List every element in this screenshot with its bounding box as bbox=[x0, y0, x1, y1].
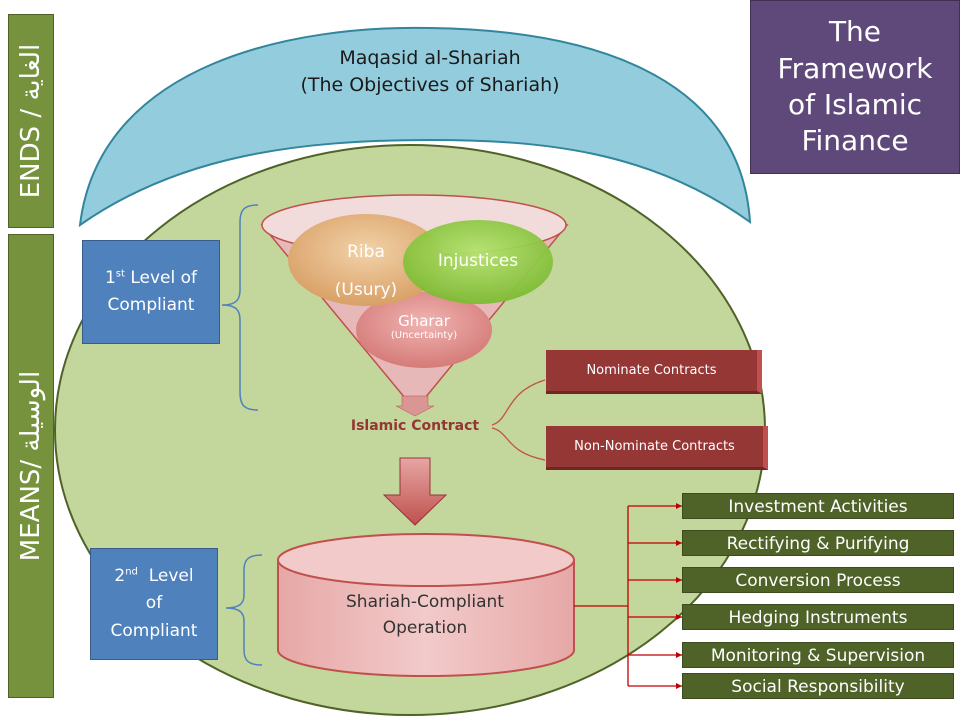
level2-rest: Level bbox=[137, 566, 194, 587]
means-side-label: MEANS/ الوسيلة bbox=[16, 370, 46, 562]
brace-level1 bbox=[221, 204, 259, 411]
riba-line2: (Usury) bbox=[334, 280, 398, 300]
injustices-circle bbox=[403, 220, 553, 304]
injustices-label: Injustices bbox=[437, 251, 519, 271]
level2-box: 2nd Level of Compliant bbox=[90, 548, 218, 660]
riba-label: Riba (Usury) bbox=[316, 233, 416, 309]
ends-text: Maqasid al-Shariah (The Objectives of Sh… bbox=[230, 45, 630, 98]
riba-line1: Riba bbox=[347, 242, 385, 262]
activity-conversion: Conversion Process bbox=[682, 567, 954, 593]
ends-line2: (The Objectives of Shariah) bbox=[300, 73, 560, 96]
means-side-bar: MEANS/ الوسيلة bbox=[8, 234, 54, 698]
islamic-contract-label: Islamic Contract bbox=[350, 418, 480, 434]
ends-band bbox=[78, 26, 752, 228]
framework-title: The Framework of Islamic Finance bbox=[777, 15, 933, 158]
gharar-text: Gharar bbox=[398, 312, 450, 330]
ends-side-bar: ENDS / الغاية bbox=[8, 14, 54, 228]
contract-connector-bottom bbox=[491, 427, 546, 461]
funnel-arrow bbox=[395, 395, 435, 417]
activity-social: Social Responsibility bbox=[682, 673, 954, 699]
level1-num: 1 bbox=[104, 267, 116, 288]
nominate-contracts-tag: Nominate Contracts bbox=[546, 350, 762, 394]
activity-rectifying: Rectifying & Purifying bbox=[682, 530, 954, 556]
gharar-circle bbox=[356, 292, 492, 368]
activity-connectors bbox=[574, 505, 682, 687]
operation-cylinder bbox=[277, 533, 575, 677]
contract-connector-top bbox=[491, 379, 546, 426]
level1-box: 1st Level of Compliant bbox=[82, 240, 220, 344]
activity-investment: Investment Activities bbox=[682, 493, 954, 519]
activity-arrowheads bbox=[676, 503, 682, 689]
non-nominate-contracts-tag: Non-Nominate Contracts bbox=[546, 426, 768, 470]
level1-rest: Level of bbox=[124, 267, 198, 288]
gharar-label: Gharar (Uncertainty) bbox=[374, 312, 474, 341]
ends-line1: Maqasid al-Shariah bbox=[339, 47, 521, 69]
level1-sup: st bbox=[115, 268, 125, 280]
operation-line1: Shariah-Compliant bbox=[346, 592, 504, 612]
down-arrow bbox=[382, 457, 448, 526]
level2-line3: Compliant bbox=[110, 620, 198, 641]
gharar-sub: (Uncertainty) bbox=[390, 330, 458, 341]
riba-circle bbox=[288, 214, 444, 306]
level1-line2: Compliant bbox=[107, 295, 195, 315]
activity-monitoring: Monitoring & Supervision bbox=[682, 642, 954, 668]
level2-num: 2 bbox=[114, 566, 126, 587]
operation-line2: Operation bbox=[382, 617, 468, 638]
operation-label: Shariah-Compliant Operation bbox=[290, 590, 560, 641]
brace-level2 bbox=[225, 554, 263, 666]
framework-title-box: The Framework of Islamic Finance bbox=[750, 0, 960, 174]
level2-sup: nd bbox=[125, 566, 138, 578]
level2-line2: of bbox=[145, 593, 163, 614]
activity-hedging: Hedging Instruments bbox=[682, 604, 954, 630]
ends-side-label: ENDS / الغاية bbox=[16, 43, 46, 199]
